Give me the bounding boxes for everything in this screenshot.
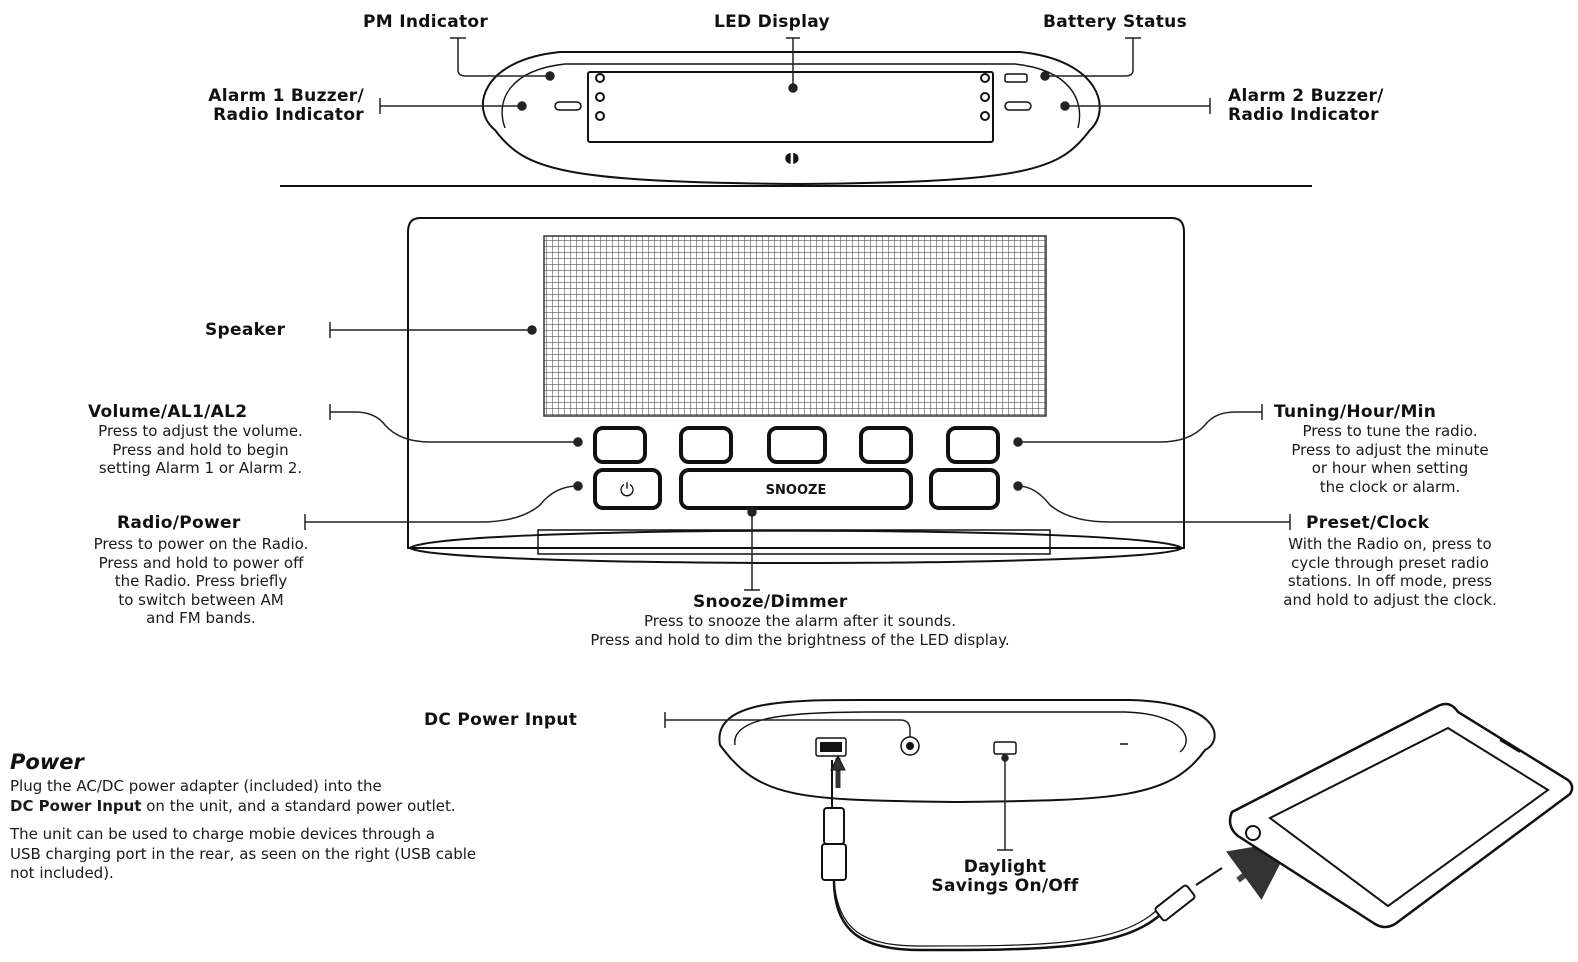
volume-up-button [679, 426, 733, 464]
power-paragraph-2: The unit can be used to charge mobie dev… [10, 825, 477, 882]
speaker-grille [543, 235, 1047, 417]
radio-power-title: Radio/Power [117, 513, 241, 533]
usb-port [815, 737, 847, 757]
preset-clock-description: With the Radio on, press to cycle throug… [1283, 535, 1497, 609]
radio-power-button [593, 468, 662, 510]
tuning-title: Tuning/Hour/Min [1274, 402, 1437, 422]
front-callout-lines [304, 322, 1291, 591]
phone-screen [1268, 726, 1550, 908]
top-led-display [587, 71, 994, 143]
usb-plug [823, 807, 845, 845]
front-buttons [593, 426, 1000, 510]
power-heading: Power [10, 750, 84, 774]
front-view [407, 217, 1185, 564]
tuning-description: Press to tune the radio. Press to adjust… [1291, 422, 1489, 496]
tune-down-button [859, 426, 913, 464]
speaker-label: Speaker [205, 320, 286, 340]
snooze-dimmer-title: Snooze/Dimmer [693, 592, 848, 612]
snooze-button-label: SNOOZE [766, 483, 827, 498]
front-view-body [407, 217, 1185, 549]
dc-power-input-label: DC Power Input [424, 710, 578, 730]
snooze-dimmer-description: Press to snooze the alarm after it sound… [590, 612, 1010, 649]
preset-clock-title: Preset/Clock [1306, 513, 1430, 533]
power-paragraph-1: Plug the AC/DC power adapter (included) … [10, 777, 456, 815]
top-view-body [481, 51, 1101, 186]
alarm1-indicator-label: Alarm 1 Buzzer/ Radio Indicator [208, 86, 364, 125]
dc-power-input-bold: DC Power Input [10, 796, 142, 815]
battery-status-label: Battery Status [1043, 12, 1187, 32]
power-icon: ⏻ [620, 480, 634, 501]
usb-cable [821, 754, 1293, 952]
back-callout-lines [664, 712, 1013, 851]
alarm2-indicator-label: Alarm 2 Buzzer/ Radio Indicator [1228, 86, 1384, 125]
led-display-label: LED Display [714, 12, 830, 32]
center-top-button [767, 426, 827, 464]
svg-text:◖◗: ◖◗ [785, 150, 800, 166]
smartphone [1228, 702, 1574, 929]
back-view-body [718, 699, 1216, 804]
snooze-button [679, 468, 913, 510]
top-callout-lines [379, 37, 1211, 114]
preset-clock-button [929, 468, 1000, 510]
daylight-savings-label: Daylight Savings On/Off [931, 857, 1079, 896]
top-view: ◖◗ [481, 51, 1101, 186]
pm-indicator-label: PM Indicator [363, 12, 489, 32]
back-view [718, 699, 1216, 804]
dst-switch [993, 741, 1017, 755]
volume-description: Press to adjust the volume. Press and ho… [98, 422, 303, 477]
tune-up-button [946, 426, 1000, 464]
volume-down-button [593, 426, 647, 464]
radio-power-description: Press to power on the Radio. Press and h… [93, 535, 309, 627]
volume-title: Volume/AL1/AL2 [88, 402, 248, 422]
